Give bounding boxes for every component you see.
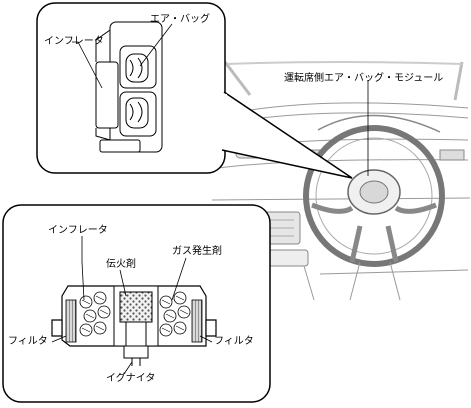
top-callout (36, 2, 353, 179)
igniter-label: イグナイタ (106, 373, 156, 384)
filter-right-shape (191, 299, 203, 343)
bottom-inflator-label: インフレータ (48, 225, 108, 236)
bottom-callout (2, 204, 271, 403)
filter-left-label: フィルタ (8, 336, 48, 347)
gas-generant-label: ガス発生剤 (172, 246, 222, 257)
top-airbag-label: エア・バッグ (150, 14, 210, 25)
filter-right-label: フィルタ (214, 336, 254, 347)
filter-left-shape (65, 299, 77, 343)
igniter-charge-shape (119, 291, 153, 323)
igniter-charge-label: 伝火剤 (106, 259, 136, 270)
top-inflator-label: インフレータ (44, 36, 104, 47)
driver-module-label: 運転席側エア・バッグ・モジュール (284, 73, 444, 84)
